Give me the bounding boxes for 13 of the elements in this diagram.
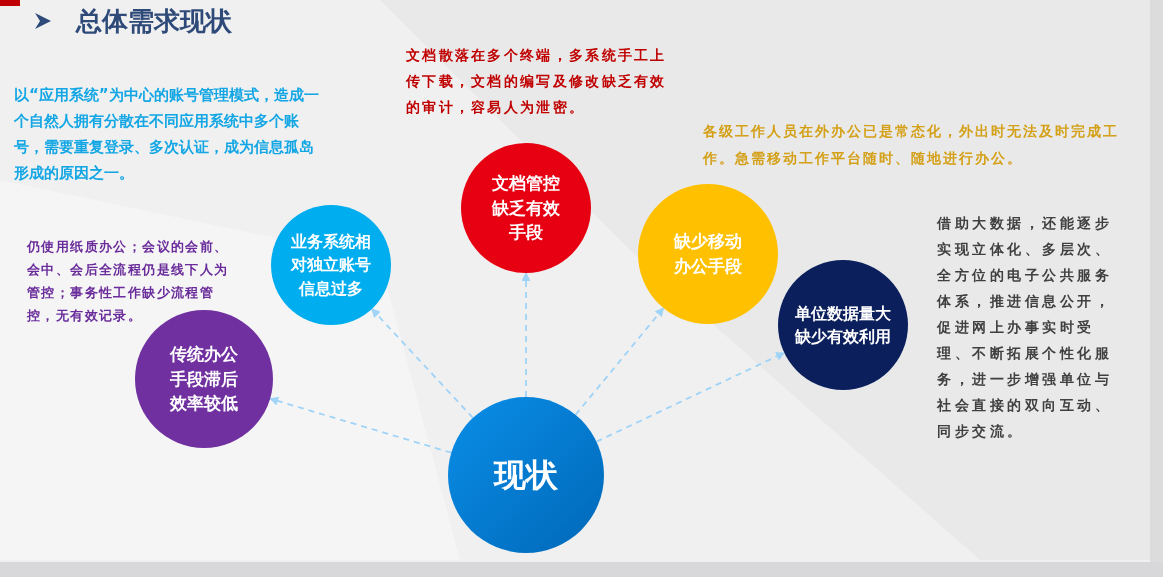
topic-circle: 现状	[448, 397, 604, 553]
description-text: 以“应用系统”为中心的账号管理模式，造成一个自然人拥有分散在不同应用系统中多个账号，需要重复登录、多次认证，成为信息孤岛形成的原因之一。	[14, 85, 320, 184]
description-text: 文档散落在多个终端，多系统手工上传下载，文档的编写及修改缺乏有效的审计，容易人为泄密。	[406, 46, 668, 117]
arrow	[595, 351, 786, 443]
description-text: 各级工作人员在外办公已是常态化，外出时无法及时完成工作。急需移动工作平台随时、随地进行办公。	[703, 122, 1120, 168]
description-text: 借助大数据，还能逐步实现立体化、多层次、全方位的电子公共服务体系，推进信息公开，促进网上办事实时受理、不断拓展个性化服务，进一步增强单位与社会直接的双向互动、同步交流。	[937, 214, 1113, 441]
arrow	[521, 272, 531, 398]
title: 总体需求现状	[76, 5, 232, 38]
topic-circle: 文档管控缺乏有效手段	[461, 143, 591, 273]
arrow	[269, 396, 453, 454]
topic-circle: 业务系统相对独立账号信息过多	[271, 205, 391, 325]
arrow	[574, 307, 665, 416]
arrow	[370, 308, 474, 419]
